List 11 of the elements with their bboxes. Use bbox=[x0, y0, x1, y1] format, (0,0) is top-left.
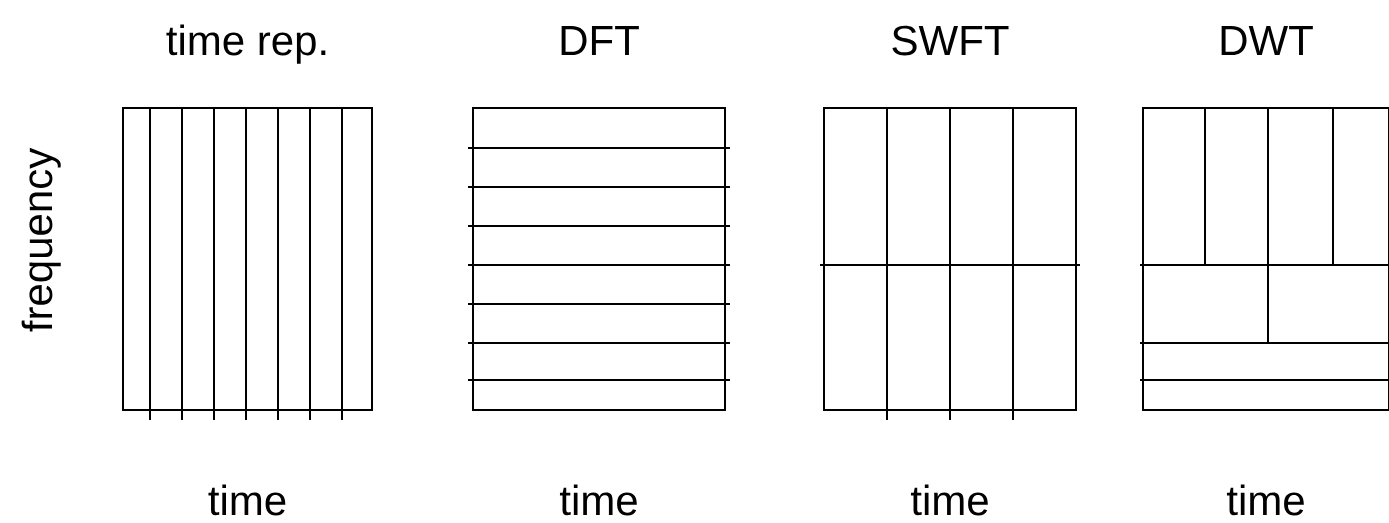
axis-label: time bbox=[559, 484, 637, 516]
axis-label: frequency bbox=[21, 147, 61, 332]
panel-title: DFT bbox=[561, 26, 639, 55]
panel-title: time rep. bbox=[166, 24, 326, 64]
panel-box bbox=[122, 107, 373, 411]
panel-box bbox=[472, 107, 726, 411]
axis-label: time bbox=[208, 484, 286, 516]
panel-title: SWFT bbox=[892, 25, 1009, 56]
panel-title: DWT bbox=[1221, 26, 1313, 55]
axis-label: time bbox=[910, 484, 988, 516]
axis-label: time bbox=[1226, 484, 1304, 516]
